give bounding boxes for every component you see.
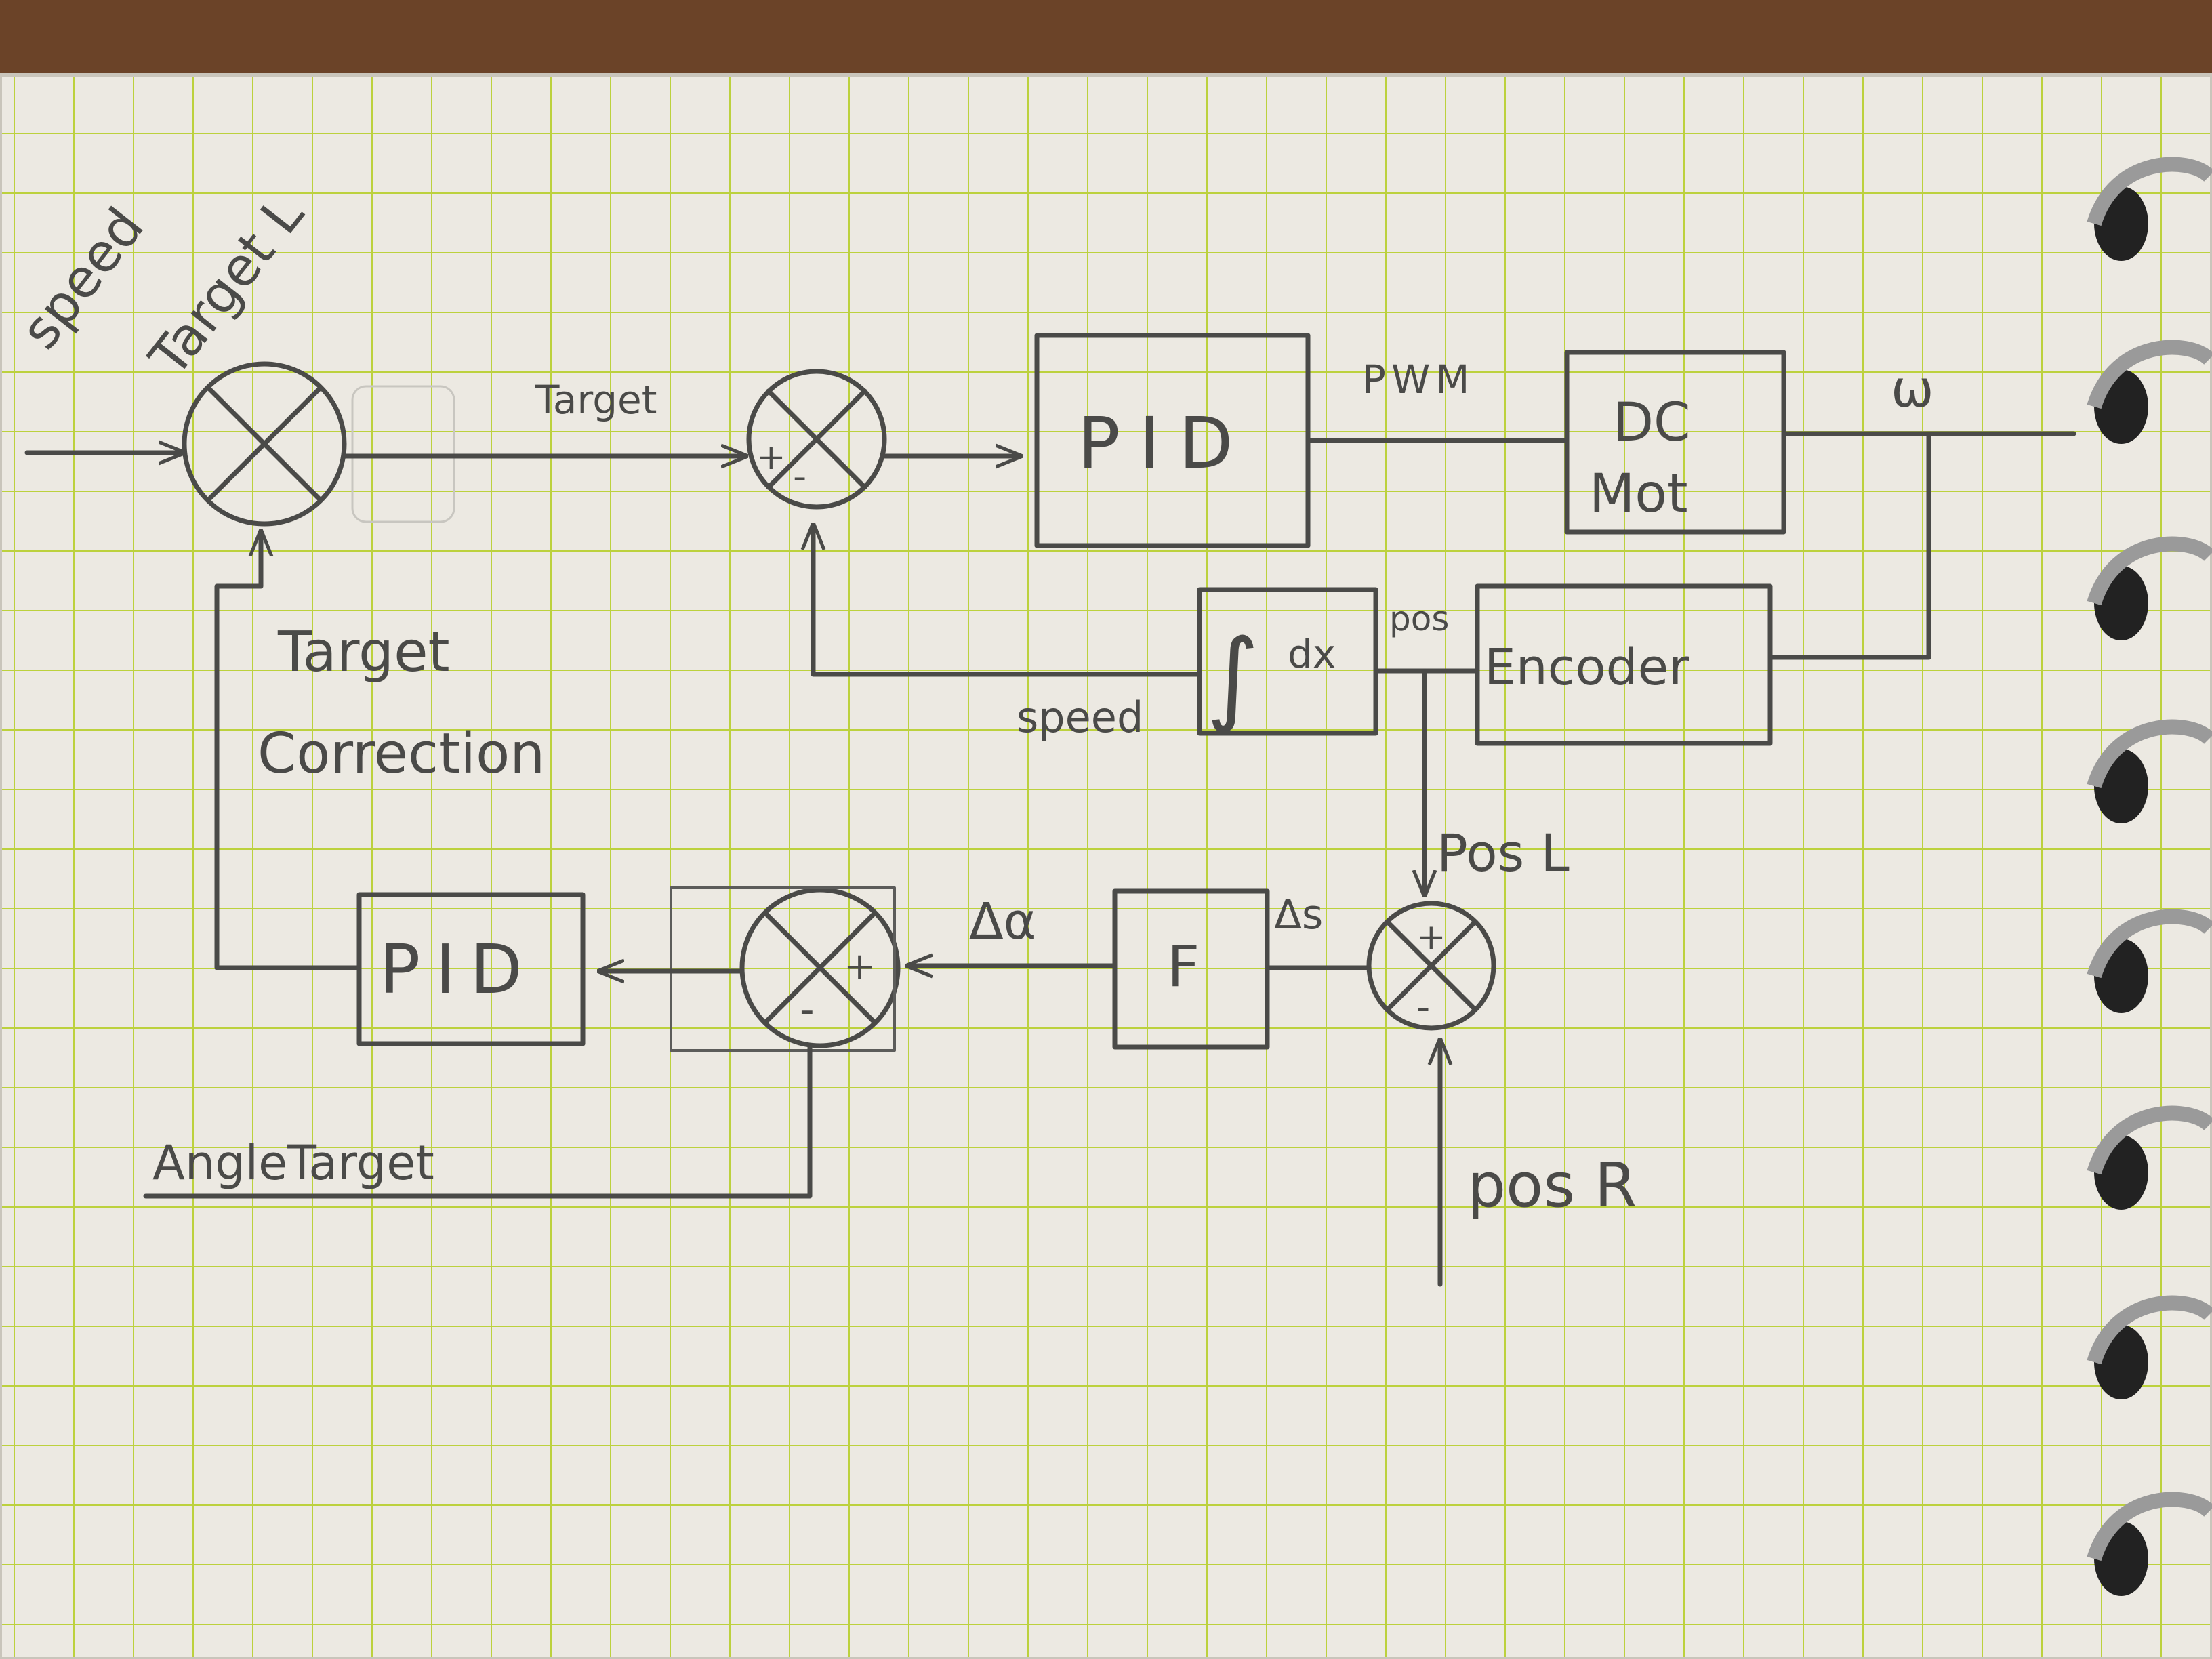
spiral-ring (2087, 909, 2212, 1013)
label-pwm: PWM (1362, 356, 1475, 403)
summing-junction-speed (746, 369, 887, 510)
label-encoder: Encoder (1484, 638, 1689, 697)
integrator-box (1197, 587, 1378, 736)
label-omega: ω (1891, 359, 1934, 419)
spiral-ring (2087, 536, 2212, 640)
integral-icon: ∫ (1206, 618, 1259, 736)
page-edge (0, 73, 2212, 1659)
spiral-binding (2087, 157, 2212, 1596)
label-target: Target (535, 377, 657, 423)
label-pos-r: pos R (1467, 1150, 1637, 1221)
summing-junction-target (182, 361, 347, 527)
notebook-page (0, 73, 2212, 1659)
spiral-ring (2087, 719, 2212, 823)
spiral-ring (2087, 1105, 2212, 1210)
speed-feedback-arrow (813, 525, 1202, 677)
diagram-strokes (24, 333, 2076, 1287)
label-dx: dx (1288, 631, 1336, 677)
target-correction-arrow (214, 532, 362, 970)
spiral-ring (2087, 1492, 2212, 1596)
label-sum-angle-plus: + (844, 945, 876, 989)
label-pos-l: Pos L (1437, 823, 1570, 883)
label-sum-pos-plus: + (1416, 917, 1446, 958)
encoder-box (1475, 583, 1773, 746)
label-sum-pos-minus: - (1416, 985, 1430, 1029)
label-pid-bottom: PID (380, 930, 537, 1009)
label-sum-top-plus: + (756, 437, 786, 478)
spiral-ring (2087, 157, 2212, 261)
label-delta-alpha: Δα (969, 893, 1036, 951)
label-angle-target: AngleTarget (152, 1135, 434, 1191)
label-pid-top: PID (1078, 402, 1252, 485)
label-target-correction-1: Target (277, 620, 450, 684)
label-f: F (1167, 933, 1200, 1000)
label-delta-s: Δs (1274, 891, 1323, 939)
label-mot: Mot (1589, 464, 1688, 525)
summing-junction-angle (739, 887, 901, 1048)
grid-lines (0, 75, 2212, 1659)
label-target-correction-2: Correction (258, 722, 545, 786)
spiral-ring (2087, 340, 2212, 444)
label-dc: DC (1613, 392, 1691, 453)
label-pos: pos (1389, 599, 1449, 638)
label-speed-feedback: speed (1017, 693, 1143, 742)
dc-motor-box (1564, 350, 1786, 535)
label-sum-top-minus: - (793, 455, 806, 499)
spiral-ring (2087, 1295, 2212, 1399)
angle-target-line (143, 1044, 813, 1199)
label-sum-angle-minus: - (800, 986, 815, 1033)
f-box (1112, 888, 1270, 1050)
